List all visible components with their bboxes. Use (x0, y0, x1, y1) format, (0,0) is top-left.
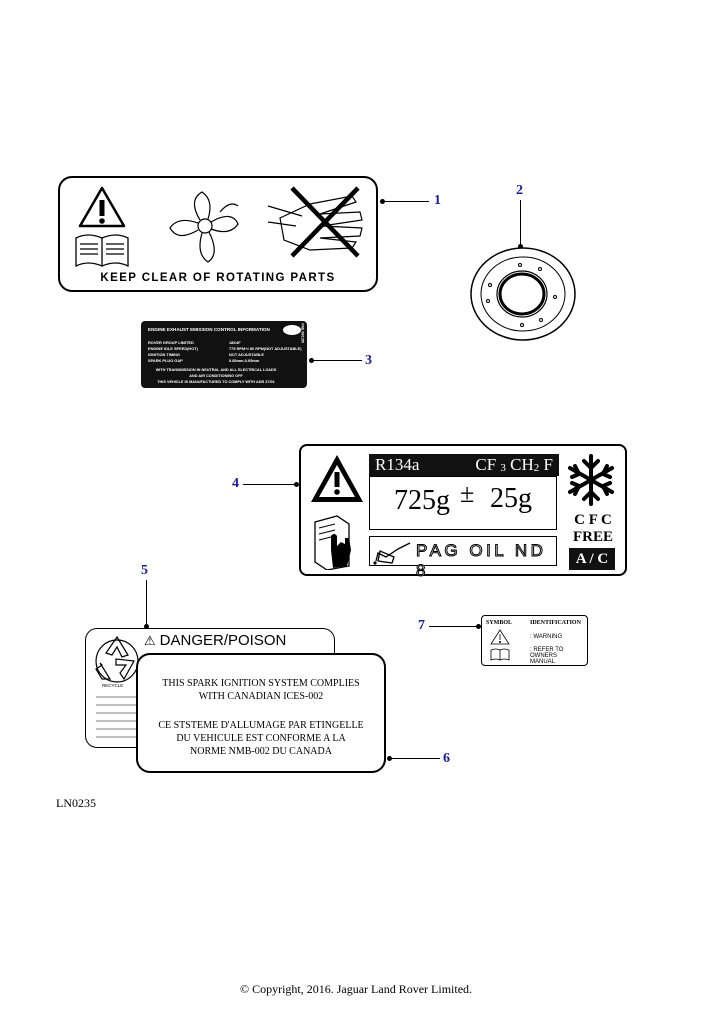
callout-6[interactable]: 6 (443, 751, 450, 766)
callout-1-dot (380, 199, 385, 204)
emission-footer: AND AIR CONDITIONING OFF (189, 374, 243, 378)
callout-7[interactable]: 7 (418, 618, 425, 633)
warning-identification: : WARNING (530, 634, 563, 640)
cfc-text: C F C (574, 512, 612, 528)
oil-can-icon (373, 542, 411, 565)
emission-row-value: 18K4F (229, 340, 241, 345)
manual-hand-icon (314, 515, 351, 570)
callout-2-leader (520, 200, 521, 246)
canadian-ices-label[interactable]: THIS SPARK IGNITION SYSTEM COMPLIES WITH… (136, 653, 386, 773)
ices-line: NORME NMB-002 DU CANADA (190, 746, 332, 757)
oil-spec-text: PAG OIL ND 8 (416, 541, 547, 581)
emission-row-value: 0.85mm-0.95mm (229, 358, 260, 363)
warning-icon (490, 629, 510, 645)
label4-left-icons (311, 455, 363, 570)
emission-row-key: SPARK PLUG GAP (148, 358, 183, 363)
symbol-identification-label[interactable]: SYMBOL IDENTIFICATION : WARNING : REFER … (481, 615, 588, 666)
emission-row-key: ENGINE IDLE SPEED(HOT) (148, 346, 198, 351)
ices-french-text: CE STSTEME D'ALLUMAGE PAR ETINGELLE DU V… (138, 719, 384, 758)
warning-icon: ⚠ (144, 633, 156, 648)
callout-6-leader (390, 758, 440, 759)
refrigerant-amount: 725g (394, 485, 450, 516)
callout-5-dot (144, 624, 149, 629)
callout-5-leader (146, 580, 147, 626)
keep-clear-caption: KEEP CLEAR OF ROTATING PARTS (100, 272, 336, 284)
callout-7-dot (476, 624, 481, 629)
label5-text-lines (96, 696, 140, 738)
refrigerant-type: R134a (375, 455, 420, 474)
callout-7-leader (429, 626, 477, 627)
emission-row-key: ROVER GROUP LIMITED (148, 340, 194, 345)
plus-minus-symbol: ± (460, 479, 475, 508)
snowflake-icon (568, 454, 614, 506)
oil-spec-box: PAG OIL ND 8 (369, 536, 557, 581)
fan-icon (169, 191, 239, 263)
book-icon (75, 234, 129, 268)
danger-poison-title: ⚠DANGER/POISON (144, 632, 286, 649)
manual-identification: : REFER TO OWNERS MANUAL (530, 647, 564, 665)
grommet-ring[interactable] (470, 245, 578, 341)
copyright-notice: © Copyright, 2016. Jaguar Land Rover Lim… (239, 982, 473, 996)
keep-clear-label[interactable]: KEEP CLEAR OF ROTATING PARTS (58, 176, 378, 292)
callout-2[interactable]: 2 (516, 183, 523, 198)
book-icon (490, 648, 510, 661)
callout-5[interactable]: 5 (141, 563, 148, 578)
identification-column-header: IDENTIFICATION (530, 620, 581, 626)
callout-4[interactable]: 4 (232, 476, 239, 491)
refrigerant-formula: CF 3 CH2 F (475, 455, 553, 474)
emission-row-value: 775 RPM+/-50 RPM(NOT ADJUSTABLE) (229, 346, 302, 351)
callout-1[interactable]: 1 (434, 193, 441, 208)
ices-english-text: THIS SPARK IGNITION SYSTEM COMPLIES WITH… (138, 677, 384, 703)
refrigerant-tolerance: 25g (490, 483, 532, 514)
free-text: FREE (572, 529, 613, 545)
callout-3-dot (309, 358, 314, 363)
land-rover-logo (283, 325, 301, 335)
refrigerant-amount-box: 725g ± 25g (369, 476, 557, 530)
emission-title: ENGINE EXHAUST EMISSION CONTROL INFORMAT… (148, 327, 270, 332)
warning-icon (78, 186, 126, 228)
ices-line: CE STSTEME D'ALLUMAGE PAR ETINGELLE (158, 720, 364, 731)
callout-6-dot (387, 756, 392, 761)
emission-footer: THIS VEHICLE IS MANUFACTURED TO COMPLY W… (157, 380, 275, 384)
emission-part-number: PAE 000150 (301, 323, 305, 343)
recycle-icon (95, 635, 139, 683)
symbol-column-header: SYMBOL (486, 620, 513, 626)
emission-row-key: IGNITION TIMING (148, 352, 180, 357)
label7-icons (490, 629, 510, 661)
ices-line: DU VEHICULE EST CONFORME A LA (176, 733, 346, 744)
warning-icon (311, 455, 363, 502)
ices-line: THIS SPARK IGNITION SYSTEM COMPLIES (162, 678, 360, 689)
emission-control-label[interactable]: ENGINE EXHAUST EMISSION CONTROL INFORMAT… (141, 321, 307, 388)
callout-1-leader (383, 201, 429, 202)
callout-3[interactable]: 3 (365, 353, 372, 368)
callout-4-leader (243, 484, 295, 485)
emission-row-value: NOT ADJUSTABLE (229, 352, 265, 357)
ices-line: WITH CANADIAN ICES-002 (198, 691, 324, 702)
callout-2-dot (518, 244, 523, 249)
callout-4-dot (294, 482, 299, 487)
hand-hazard-icon (267, 186, 363, 258)
figure-reference: LN0235 (56, 796, 96, 810)
callout-3-leader (312, 360, 362, 361)
danger-poison-text: DANGER/POISON (159, 632, 287, 649)
refrigerant-header: R134a CF 3 CH2 F (369, 454, 559, 476)
label1-icons (75, 186, 363, 268)
emission-footer: WITH TRANSMISSION IN NEUTRAL AND ALL ELE… (155, 368, 277, 372)
recycle-text: RECYCLE (102, 683, 124, 688)
ac-badge: A / C (569, 548, 615, 570)
cfc-free-text: C F C FREE (567, 512, 619, 546)
aircon-refrigerant-label[interactable]: R134a CF 3 CH2 F 725g ± 25g PAG OIL ND 8… (299, 444, 627, 581)
